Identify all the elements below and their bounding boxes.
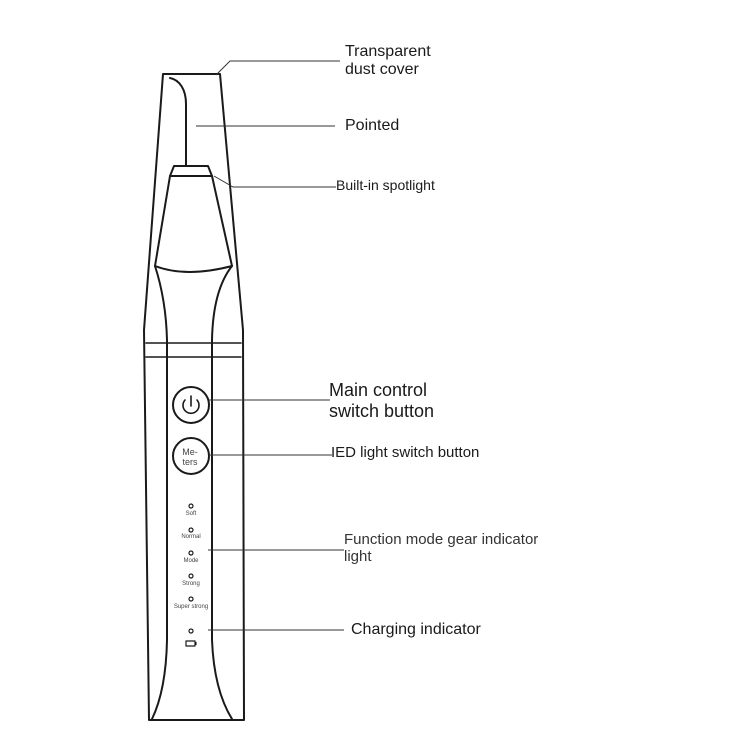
leader-dust-cover: [215, 60, 340, 76]
mode-level-label: Normal: [181, 534, 200, 540]
spotlight-collar: [169, 165, 213, 177]
mode-level-label: Super strong: [174, 604, 208, 610]
callout-led-switch: IED light switch button: [331, 444, 480, 461]
pointed-tip: [169, 77, 187, 129]
callout-dust-cover: Transparent dust cover: [345, 43, 431, 80]
led-button-label-line1: Me-: [182, 447, 198, 457]
callout-dust-cover-line1: Transparent: [345, 43, 431, 60]
mode-level-label: Mode: [183, 558, 199, 564]
callout-dust-cover-line2: dust cover: [345, 61, 419, 79]
callout-charging: Charging indicator: [351, 621, 481, 638]
mode-indicator-dot: [188, 596, 194, 602]
mode-level-label: Soft: [186, 511, 197, 517]
callout-function-mode-line1: Function mode gear indicator: [344, 531, 539, 548]
mode-indicator-dot: [188, 527, 194, 533]
mode-indicator-dot: [188, 573, 194, 579]
battery-icon: [185, 640, 197, 647]
led-switch-button[interactable]: [172, 437, 210, 475]
mode-indicator-dot: [188, 503, 194, 509]
callout-main-switch-line1: Main control: [329, 380, 428, 400]
callout-main-switch-line2: switch button: [329, 400, 435, 421]
callout-main-switch: Main control switch button: [329, 380, 434, 421]
dust-cover-outline: [143, 73, 245, 721]
nose-cone: [154, 175, 233, 267]
power-icon: [182, 395, 200, 415]
leader-spotlight: [213, 175, 336, 188]
callout-function-mode-line2: light: [344, 548, 372, 566]
main-power-button[interactable]: [172, 386, 210, 424]
callout-function-mode: Function mode gear indicator light: [344, 531, 538, 566]
callout-pointed: Pointed: [345, 117, 400, 134]
charging-indicator-dot: [188, 628, 194, 634]
handle-body: [151, 265, 233, 720]
mode-level-label: Strong: [182, 581, 200, 587]
led-button-label-line2: ters: [182, 457, 198, 467]
callout-spotlight: Built-in spotlight: [336, 177, 435, 193]
mode-indicator-dot: [188, 550, 194, 556]
